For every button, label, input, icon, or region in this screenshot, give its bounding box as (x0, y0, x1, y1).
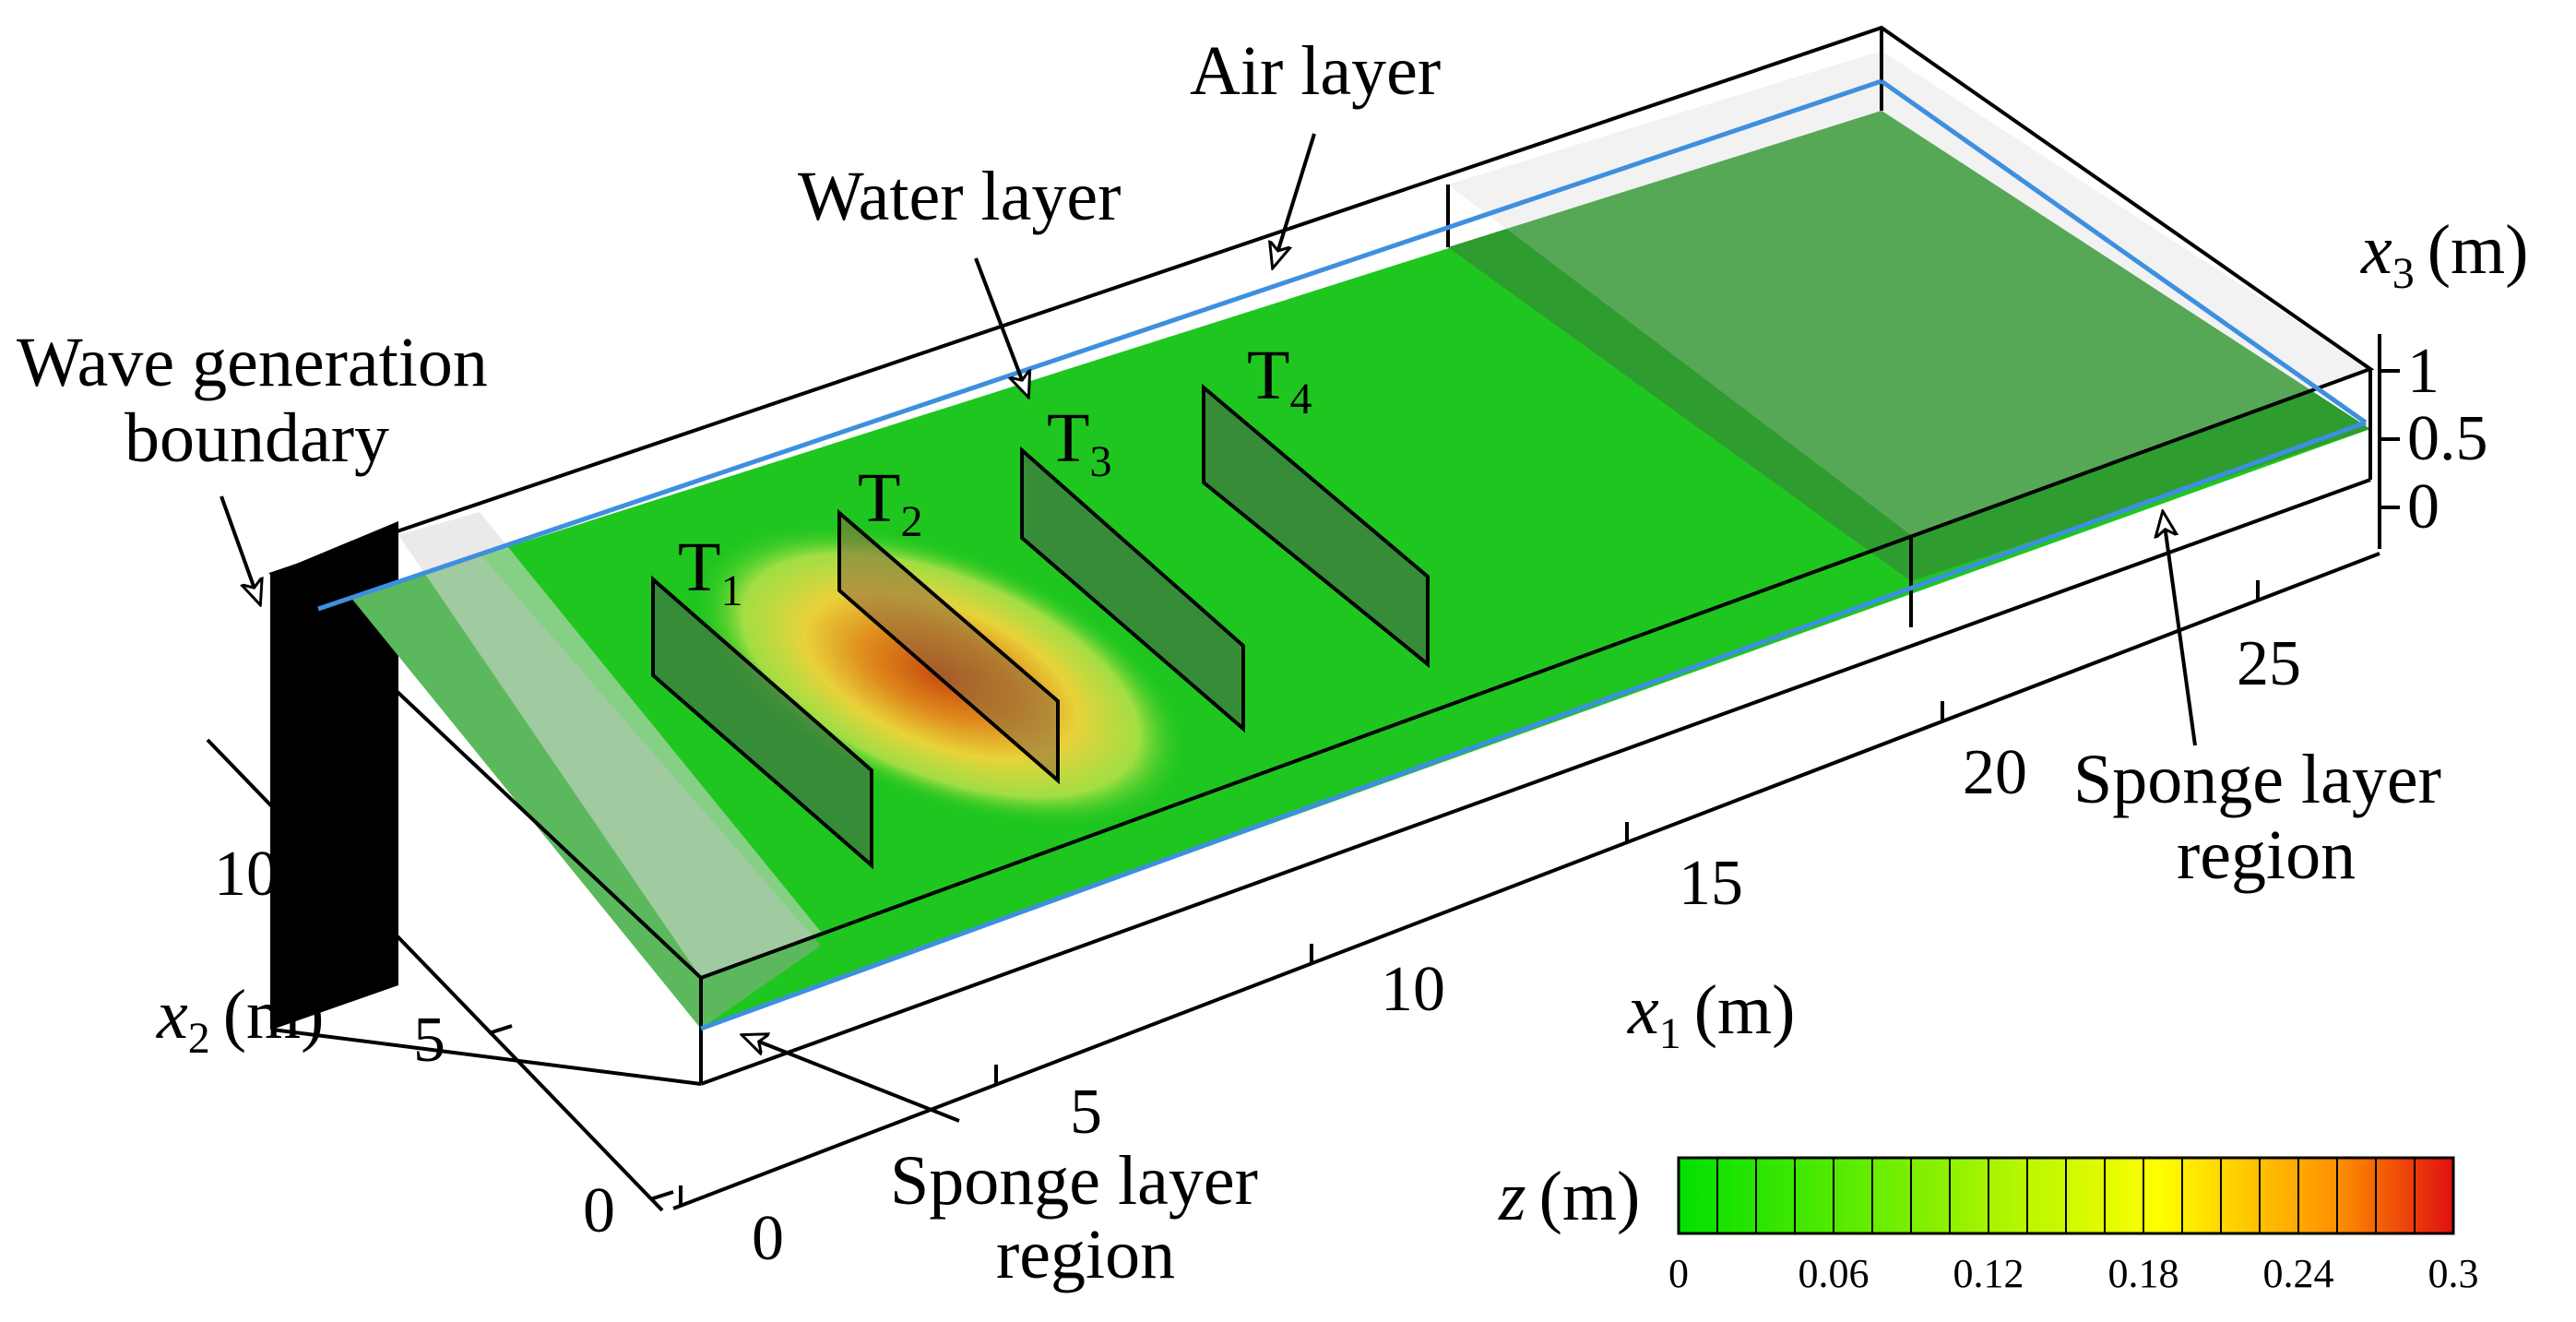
domain-box (268, 25, 2375, 1086)
colorbar: z(m) 0 0.06 0.12 0.18 0.24 0.3 (1498, 1156, 2479, 1296)
label-air-layer: Air layer (1190, 32, 1441, 110)
label-sponge-right-2: region (2177, 816, 2356, 894)
x3-tick-0: 0 (2407, 471, 2439, 542)
x1-axis-label: x1(m) (1627, 971, 1795, 1058)
x2-ticks (326, 858, 674, 1201)
x2-tick-0: 0 (583, 1175, 615, 1246)
colorbar-tick-0.12: 0.12 (1953, 1251, 2024, 1296)
x3-axis: 1 0.5 0 x3(m) (2360, 211, 2528, 549)
sponge-region-right-wall (1448, 51, 2370, 535)
x2-tick-5: 5 (413, 1005, 445, 1076)
label-sponge-right-1: Sponge layer (2073, 741, 2441, 818)
annotation-arrows (220, 133, 2197, 1123)
label-sponge-left-1: Sponge layer (890, 1142, 1258, 1220)
transect-plane-2 (837, 508, 1060, 785)
arrow-sponge-left (742, 1035, 960, 1123)
transect-label-1: T1 (678, 529, 742, 615)
x3-tick-1: 1 (2407, 336, 2439, 407)
x2-axis: 0 5 10 x2(m) (156, 738, 674, 1246)
water-level-lines (317, 78, 2368, 1031)
transect-plane-3 (1020, 446, 1245, 733)
colorbar-label: z(m) (1498, 1158, 1640, 1235)
x1-tick-5: 5 (1070, 1077, 1102, 1148)
transect-planes (651, 383, 1430, 870)
x2-tick-10: 10 (214, 839, 279, 910)
x1-tick-15: 15 (1679, 848, 1743, 919)
label-water-layer: Water layer (798, 158, 1121, 235)
x1-tick-25: 25 (2237, 628, 2301, 699)
arrow-air (1273, 133, 1316, 268)
sponge-region-left-glass (398, 512, 821, 978)
label-wave-generation-2: boundary (125, 399, 389, 477)
x3-tick-0.5: 0.5 (2407, 403, 2488, 474)
x3-ticks (2380, 369, 2400, 509)
transect-label-2: T2 (858, 459, 922, 546)
label-wave-generation-1: Wave generation (17, 324, 488, 401)
label-sponge-left-2: region (996, 1216, 1175, 1293)
arrow-water (974, 257, 1028, 397)
x3-axis-label: x3(m) (2360, 211, 2528, 298)
transect-label-4: T4 (1247, 337, 1312, 423)
colorbar-tick-0: 0 (1668, 1251, 1689, 1296)
colorbar-divisions (1716, 1158, 2416, 1233)
colorbar-tick-0.24: 0.24 (2263, 1251, 2334, 1296)
arrow-wave-generation (220, 495, 260, 604)
colorbar-tick-0.06: 0.06 (1798, 1251, 1870, 1296)
transect-plane-1 (651, 575, 873, 870)
x1-tick-10: 10 (1381, 954, 1445, 1025)
x1-axis: 0 5 10 15 20 25 x1(m) (672, 552, 2380, 1274)
x2-axis-label: x2(m) (156, 976, 324, 1063)
sponge-region-right (1448, 111, 2370, 581)
x1-ticks (679, 580, 2260, 1205)
x1-tick-20: 20 (1963, 737, 2027, 808)
x1-tick-0: 0 (752, 1203, 784, 1274)
transect-label-3: T3 (1047, 399, 1111, 486)
colorbar-tick-0.18: 0.18 (2108, 1251, 2179, 1296)
transect-plane-4 (1202, 383, 1430, 669)
colorbar-tick-0.3: 0.3 (2428, 1251, 2479, 1296)
